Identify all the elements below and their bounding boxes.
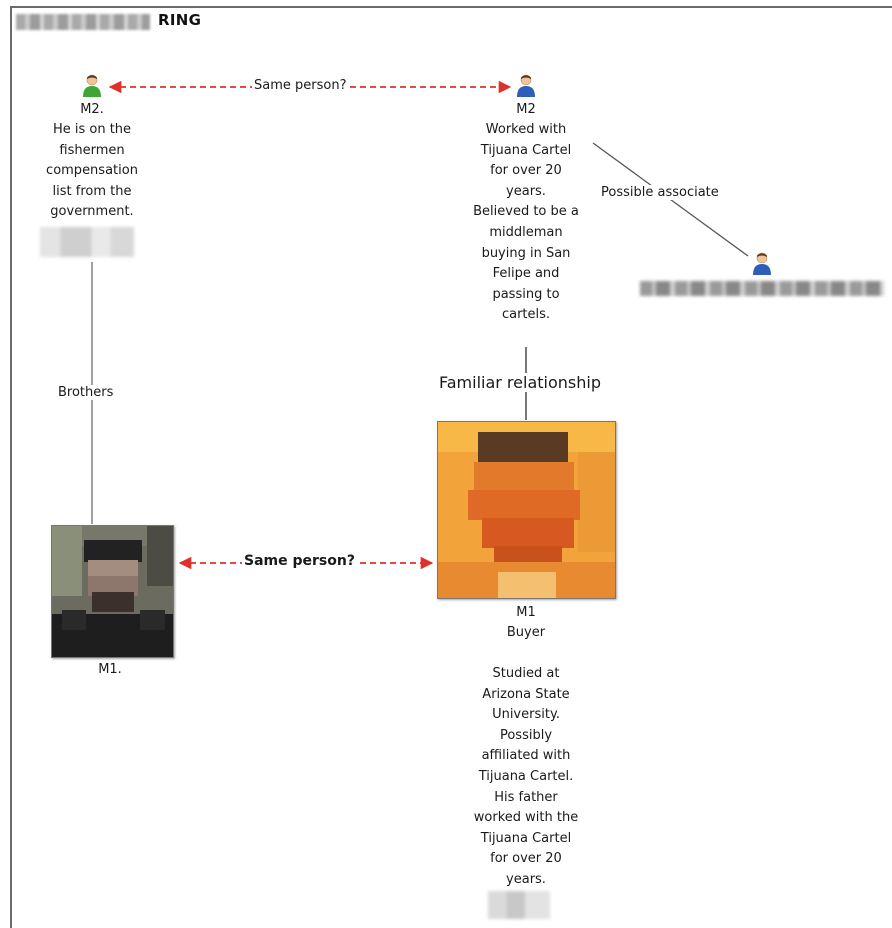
redacted-name-associate <box>640 281 884 296</box>
node-m1-right-name: M1 <box>516 605 536 620</box>
node-m2-right-description: Worked with Tijuana Cartel for over 20 y… <box>473 122 579 323</box>
m1-right-photo <box>437 421 616 599</box>
frame-border-left <box>10 6 12 928</box>
green-person-icon <box>83 74 101 97</box>
edge-label-same-person-top: Same person? <box>252 78 349 93</box>
pixelated-face-photo-left <box>52 526 173 657</box>
node-m1-left-name: M1. <box>98 662 122 677</box>
edge-label-brothers: Brothers <box>56 385 116 400</box>
edge-label-same-person-bottom: Same person? <box>242 553 357 569</box>
node-m1-right-description: Studied at Arizona State University. Pos… <box>473 666 579 887</box>
node-m2-left-description: He is on the fishermen compensation list… <box>46 122 138 220</box>
redacted-name-m1-right <box>488 891 550 919</box>
edge-label-familiar-relationship: Familiar relationship <box>437 373 603 392</box>
edge-label-possible-associate: Possible associate <box>599 185 721 200</box>
node-m1-right-role: Buyer <box>506 625 546 640</box>
blue-person-icon <box>517 74 535 97</box>
m1-left-photo <box>51 525 174 658</box>
frame-border-top <box>10 6 892 8</box>
chart-title: RING <box>158 11 202 29</box>
pixelated-face-photo-right <box>438 422 615 598</box>
associate-person-icon <box>753 252 771 275</box>
redacted-name-m2-left <box>40 227 134 257</box>
node-m2-right-name: M2 <box>516 102 536 117</box>
redacted-title-prefix <box>16 14 150 30</box>
node-m2-left-name: M2. <box>80 102 104 117</box>
